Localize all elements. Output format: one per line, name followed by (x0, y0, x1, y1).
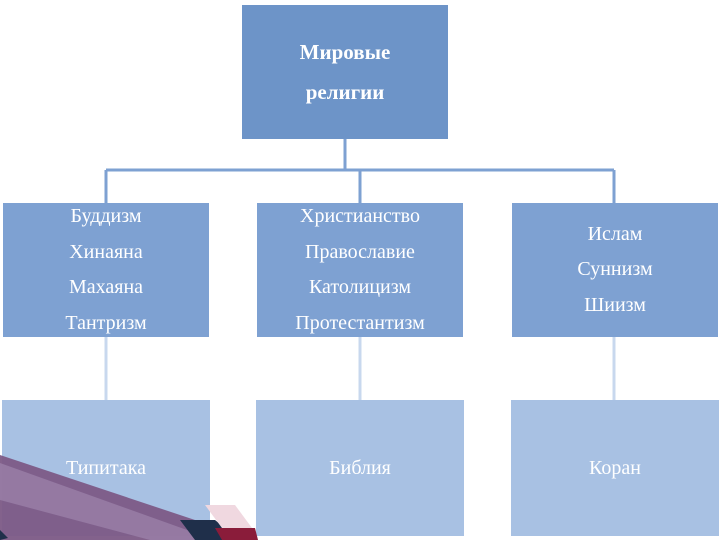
category-node-buddhism: Буддизм Хинаяна Махаяна Тантризм (3, 203, 209, 337)
category-line: Суннизм (577, 252, 652, 288)
scripture-node-bible: Библия (256, 400, 464, 536)
category-line: Махаяна (69, 270, 143, 306)
scripture-node-quran: Коран (511, 400, 719, 536)
category-node-christianity: Христианство Православие Католицизм Прот… (257, 203, 463, 337)
scripture-label: Библия (329, 457, 391, 480)
category-line: Шиизм (584, 288, 646, 324)
category-node-islam: Ислам Суннизм Шиизм (512, 203, 718, 337)
scripture-label: Коран (589, 457, 641, 480)
category-line: Хинаяна (69, 235, 143, 271)
scripture-node-tipitaka: Типитака (2, 400, 210, 536)
category-line: Протестантизм (295, 306, 424, 342)
category-line: Христианство (300, 199, 420, 235)
category-line: Православие (305, 235, 415, 271)
category-line: Тантризм (65, 306, 146, 342)
root-node: Мировые религии (242, 5, 448, 139)
category-line: Ислам (588, 217, 643, 253)
root-label-line-1: Мировые (300, 32, 391, 72)
root-label-line-2: религии (306, 72, 385, 112)
scripture-label: Типитака (66, 457, 146, 480)
category-line: Буддизм (70, 199, 141, 235)
category-line: Католицизм (309, 270, 411, 306)
